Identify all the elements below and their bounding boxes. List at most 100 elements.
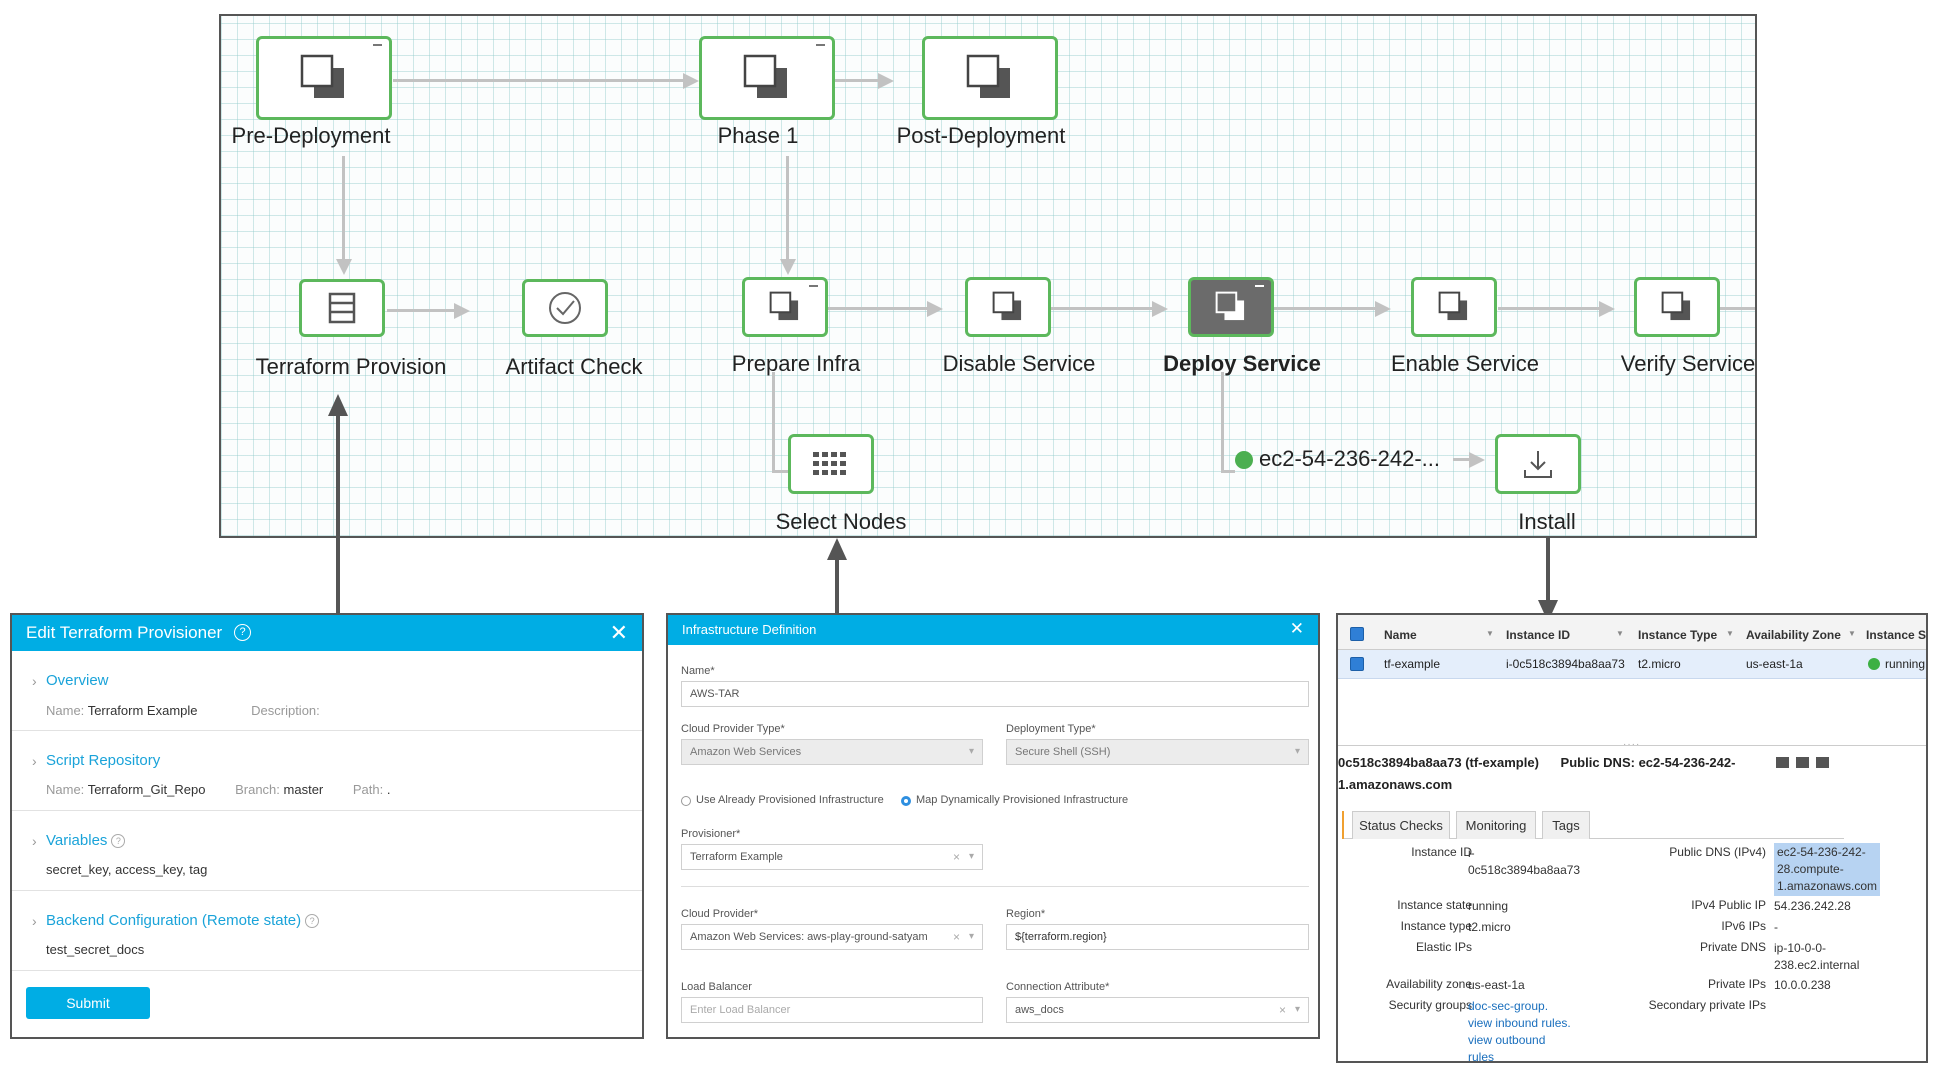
chevron-down-icon[interactable]: ▾: [968, 851, 974, 862]
section-title-wrap[interactable]: Backend Configuration (Remote state)?: [46, 912, 320, 929]
connector-arrow: [1375, 301, 1391, 317]
close-icon[interactable]: ✕: [1289, 619, 1304, 638]
node-artifact-check[interactable]: [522, 279, 608, 337]
callout-arrow: [328, 394, 348, 416]
help-icon[interactable]: ?: [234, 624, 251, 641]
instance-node-label[interactable]: ec2-54-236-242-...: [1259, 446, 1440, 471]
connection-attribute-select[interactable]: aws_docs×▾: [1006, 997, 1309, 1023]
callout-arrow: [827, 538, 847, 560]
connector: [342, 156, 345, 266]
section-title[interactable]: Overview: [46, 672, 109, 689]
column-header[interactable]: Instance ID: [1506, 628, 1571, 642]
node-pre-deployment[interactable]: [256, 36, 392, 120]
panel-title: Infrastructure Definition: [682, 622, 817, 637]
splitter[interactable]: [1338, 745, 1926, 746]
connector-arrow: [454, 303, 470, 319]
region-input[interactable]: ${terraform.region}: [1006, 924, 1309, 950]
running-status-icon: [1868, 658, 1880, 670]
availability-zone-value: us-east-1a: [1468, 978, 1525, 992]
name-input[interactable]: AWS-TAR: [681, 681, 1309, 707]
security-group-link[interactable]: doc-sec-group.: [1468, 999, 1549, 1013]
chevron-down-icon[interactable]: ▾: [968, 931, 974, 942]
connector: [1274, 307, 1380, 310]
security-groups-links[interactable]: doc-sec-group. view inbound rules. view …: [1468, 998, 1571, 1063]
infrastructure-definition-panel: Infrastructure Definition ✕ Name* AWS-TA…: [666, 613, 1320, 1039]
provisioner-select[interactable]: Terraform Example×▾: [681, 844, 983, 870]
radio-already-provisioned[interactable]: [681, 796, 691, 806]
connector-arrow: [1152, 301, 1168, 317]
chevron-down-icon: ▾: [968, 746, 974, 757]
tab-monitoring[interactable]: Monitoring: [1456, 811, 1536, 839]
private-dns-label: Private DNS: [1699, 940, 1766, 954]
clear-icon[interactable]: ×: [952, 850, 960, 864]
chevron-right-icon[interactable]: ›: [32, 673, 37, 689]
layout-icon[interactable]: [1776, 757, 1789, 768]
load-balancer-input[interactable]: Enter Load Balancer: [681, 997, 983, 1023]
variables-value: secret_key, access_key, tag: [46, 862, 208, 877]
sort-icon[interactable]: ▼: [1486, 629, 1494, 638]
section-title[interactable]: Script Repository: [46, 752, 161, 769]
submit-button[interactable]: Submit: [26, 987, 150, 1019]
drag-handle-icon[interactable]: ····: [1623, 739, 1641, 750]
phase-icon: [966, 54, 1010, 98]
clear-icon[interactable]: ×: [1278, 1003, 1286, 1017]
node-enable-service[interactable]: [1411, 277, 1497, 337]
connector-arrow: [1469, 452, 1485, 468]
cloud-provider-select[interactable]: Amazon Web Services: aws-play-ground-sat…: [681, 924, 983, 950]
tab-tags[interactable]: Tags: [1542, 811, 1590, 839]
node-disable-service[interactable]: [965, 277, 1051, 337]
column-header[interactable]: Name: [1384, 628, 1417, 642]
tab-status-checks[interactable]: Status Checks: [1352, 811, 1450, 839]
table-header: [1338, 615, 1926, 650]
node-install[interactable]: [1495, 434, 1581, 494]
node-verify-service[interactable]: [1634, 277, 1720, 337]
connector-arrow: [780, 259, 796, 275]
column-header[interactable]: Instance Type: [1638, 628, 1718, 642]
connector: [1453, 458, 1473, 461]
sort-icon[interactable]: ▼: [1726, 629, 1734, 638]
terraform-provisioner-panel: Edit Terraform Provisioner ? ✕ › Overvie…: [10, 613, 644, 1039]
help-icon[interactable]: ?: [111, 834, 126, 849]
step-icon: [1215, 291, 1245, 321]
close-icon[interactable]: ✕: [609, 620, 628, 645]
column-header[interactable]: Instance St: [1866, 628, 1928, 642]
connector: [786, 156, 789, 266]
chevron-down-icon: ▾: [1294, 746, 1300, 757]
help-icon[interactable]: ?: [305, 914, 320, 929]
section-title[interactable]: Variables: [46, 832, 108, 849]
node-select-nodes[interactable]: [788, 434, 874, 494]
node-deploy-service[interactable]: [1188, 277, 1274, 337]
table-row[interactable]: [1338, 650, 1926, 679]
select-all-checkbox[interactable]: [1350, 627, 1364, 641]
row-checkbox[interactable]: [1350, 657, 1364, 671]
connection-attribute-label: Connection Attribute*: [1006, 981, 1110, 993]
radio-label: Use Already Provisioned Infrastructure: [696, 794, 884, 806]
view-outbound-rules-link[interactable]: rules: [1468, 1050, 1495, 1063]
node-post-deployment[interactable]: [922, 36, 1058, 120]
node-prepare-infra[interactable]: [742, 277, 828, 337]
chevron-right-icon[interactable]: ›: [32, 913, 37, 929]
view-inbound-rules-link[interactable]: view inbound rules.: [1468, 1016, 1571, 1030]
node-terraform-provision[interactable]: [299, 279, 385, 337]
column-header[interactable]: Availability Zone: [1746, 628, 1841, 642]
provisioner-label: Provisioner*: [681, 828, 741, 840]
step-icon: [1438, 291, 1468, 321]
section-title[interactable]: Backend Configuration (Remote state): [46, 912, 302, 929]
chevron-down-icon[interactable]: ▾: [1294, 1004, 1300, 1015]
node-phase-1[interactable]: [699, 36, 835, 120]
sort-icon[interactable]: ▼: [1616, 629, 1624, 638]
section-title-wrap[interactable]: Variables?: [46, 832, 126, 849]
deployment-type-select: Secure Shell (SSH)▾: [1006, 739, 1309, 765]
chevron-right-icon[interactable]: ›: [32, 833, 37, 849]
layout-icon[interactable]: [1816, 757, 1829, 768]
clear-icon[interactable]: ×: [952, 930, 960, 944]
view-outbound-rules-link[interactable]: view outbound: [1468, 1033, 1546, 1047]
tab-bar-line: [1344, 838, 1844, 839]
private-ips-value: 10.0.0.238: [1774, 978, 1831, 992]
chevron-right-icon[interactable]: ›: [32, 753, 37, 769]
phase-icon: [743, 54, 787, 98]
sort-icon[interactable]: ▼: [1848, 629, 1856, 638]
layout-icon[interactable]: [1796, 757, 1809, 768]
radio-dynamically-provisioned[interactable]: [901, 796, 911, 806]
private-dns-value: ip-10-0-0- 238.ec2.internal: [1774, 941, 1860, 972]
